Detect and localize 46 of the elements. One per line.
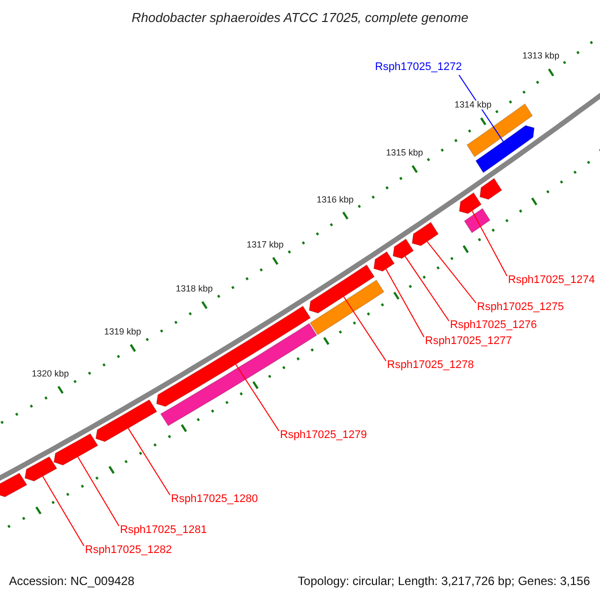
gene-feature [24,456,58,482]
gene-feature [53,433,98,466]
gene-feature [412,222,439,246]
gene-label: Rsph17025_1272 [375,62,462,73]
leader-line [77,456,120,526]
gene-feature [479,178,502,200]
feature-bar [160,322,318,426]
gene-feature [392,238,414,259]
gene-feature [95,399,158,442]
gene-feature [156,306,311,407]
tick-label: 1315 kbp [386,148,423,158]
leader-line [385,268,424,338]
tick-label: 1316 kbp [316,195,354,204]
tick-label: 1317 kbp [246,240,284,250]
gene-label: Rsph17025_1281 [120,525,207,536]
leader-line [42,476,84,546]
tick-label: 1319 kbp [104,327,142,336]
leader-line [235,364,280,432]
tick-label: 1314 kbp [454,100,492,110]
gene-label: Rsph17025_1280 [171,494,258,505]
gene-label: Rsph17025_1275 [477,302,564,313]
gene-label: Rsph17025_1276 [450,320,537,331]
tick-label: 1313 kbp [522,52,560,61]
gene-label: Rsph17025_1279 [280,430,367,441]
gene-label: Rsph17025_1278 [387,360,474,371]
feature-bar [310,280,384,336]
gene-feature [0,472,28,498]
leader-line [472,210,508,276]
leader-line [458,74,504,142]
footer-text: Accession: NC_009428 [9,575,134,587]
footer-text: Topology: circular; Length: 3,217,726 bp; Genes: 3,156 [298,575,590,587]
gene-label: Rsph17025_1277 [425,336,512,347]
tick-label: 1320 kbp [32,369,69,378]
leader-line [343,296,386,362]
leader-line [128,428,170,496]
gene-feature [373,251,395,272]
gene-feature [458,192,482,214]
title: Rhodobacter sphaeroides ATCC 17025, complete genome [130,11,470,24]
gene-label: Rsph17025_1282 [85,545,172,556]
feature-bar [464,208,491,234]
tick-label: 1318 kbp [176,284,213,294]
gene-feature [475,125,535,174]
gene-label: Rsph17025_1274 [508,275,595,286]
gene-feature [308,264,375,314]
leader-line [426,241,476,304]
leader-line [404,256,450,322]
